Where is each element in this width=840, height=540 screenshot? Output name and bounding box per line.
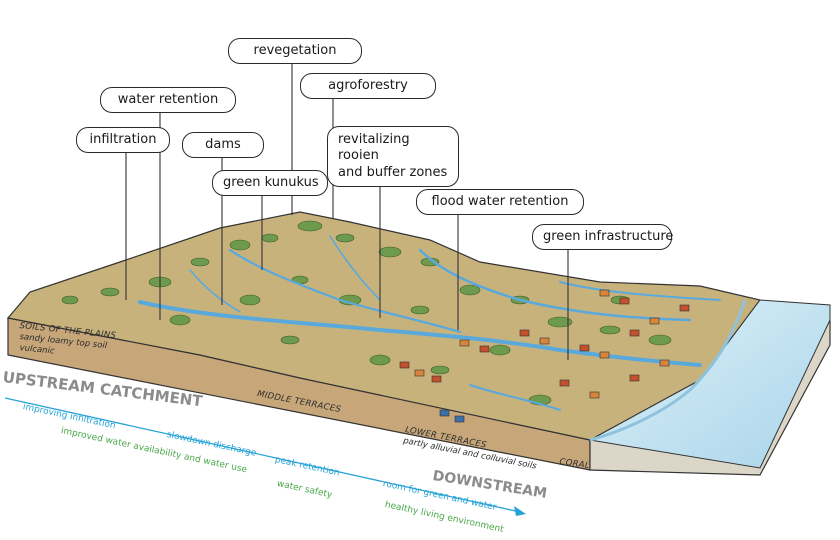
callout-dams: dams xyxy=(182,132,264,159)
arrow-head xyxy=(514,506,526,516)
callout-water-retention: water retention xyxy=(100,87,236,114)
callout-agroforestry: agroforestry xyxy=(300,73,436,100)
callout-green-infrastructure: green infrastructure xyxy=(532,224,673,251)
callout-infiltration: infiltration xyxy=(76,127,170,154)
revitalizing-line1: revitalizing rooien xyxy=(338,132,410,164)
callout-revegetation: revegetation xyxy=(228,38,362,65)
flow-arrow xyxy=(4,397,521,513)
callout-revitalizing: revitalizing rooien and buffer zones xyxy=(327,126,459,187)
river-network xyxy=(138,235,721,411)
terrain-surface xyxy=(6,211,762,441)
callout-flood-water-retention: flood water retention xyxy=(416,189,584,216)
callout-green-kunukus: green kunukus xyxy=(212,170,328,197)
coastline xyxy=(589,299,747,442)
vegetation xyxy=(61,220,672,406)
villages xyxy=(399,289,690,423)
revitalizing-line2: and buffer zones xyxy=(338,164,448,180)
